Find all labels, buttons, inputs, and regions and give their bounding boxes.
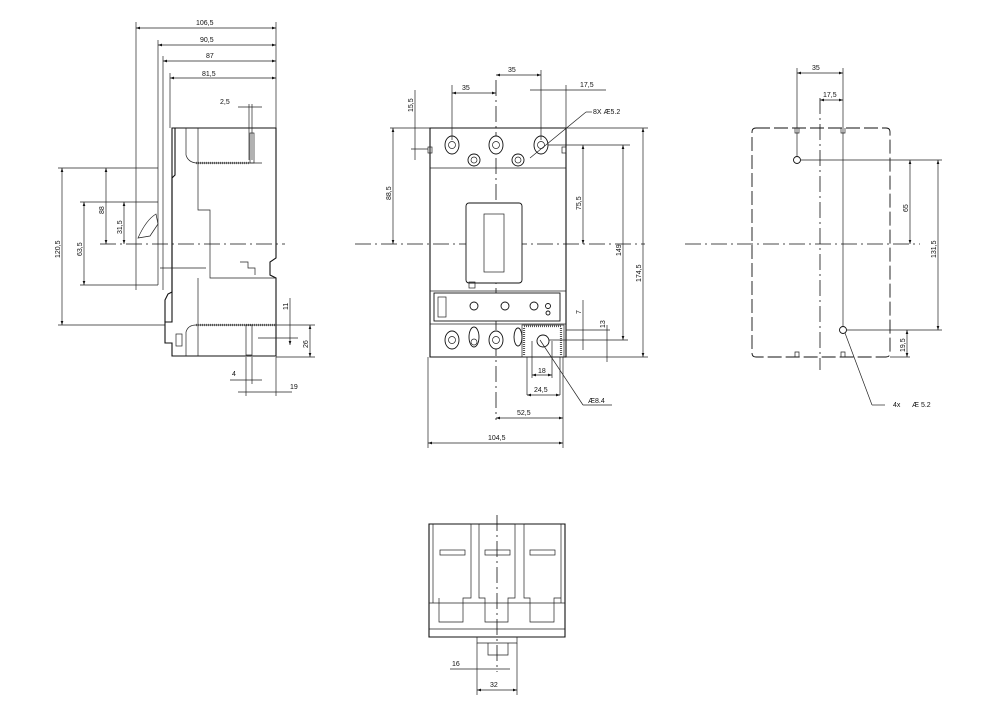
dim-174-5: 174,5 [636,264,643,282]
toggle-handle-frame [465,202,523,284]
terminal-slot [484,549,511,556]
dim-17-5: 17,5 [580,82,594,89]
dim-65: 65 [903,204,910,212]
dim-19-5: 19,5 [900,338,907,352]
dim-15-5: 15,5 [408,98,415,112]
dim-26: 26 [303,340,310,348]
dim-104-5: 104,5 [488,435,506,442]
dim-18: 18 [538,368,546,375]
dim-35-b: 35 [508,67,516,74]
dim-13: 13 [600,320,607,328]
dim-24-5: 24,5 [534,387,548,394]
dim-90-5: 90,5 [200,37,214,44]
dim-81-5: 81,5 [202,71,216,78]
dim-19: 19 [290,384,298,391]
dim-32: 32 [490,682,498,689]
side-view: 106,5 90,5 87 81,5 2,5 120,5 88 63,5 31,… [55,20,315,396]
dim-88: 88 [99,206,106,214]
mounting-hole [839,326,847,334]
dim-75-5: 75,5 [576,196,583,210]
dim-63-5: 63,5 [77,242,84,256]
side-inner [197,128,276,279]
front-view: 35 35 17,5 8X Æ5.2 88,5 15,5 75,5 149 17… [355,67,648,448]
mounting-hole [793,156,801,164]
dim-35-a: 35 [462,85,470,92]
callout-bore: Æ8.4 [588,398,605,405]
dim-149: 149 [616,244,623,256]
upper-terminal [185,128,262,164]
dim-31-5: 31,5 [117,220,124,234]
dim-16: 16 [452,661,460,668]
lower-terminal [185,278,276,356]
dim-87: 87 [206,53,214,60]
terminal-holes [444,135,549,350]
cutout-outline [751,127,891,358]
trip-unit-panel [433,292,561,322]
dim-35: 35 [812,65,820,72]
callout-count: 4x [893,402,901,409]
terminal-slot [439,549,466,556]
dim-4: 4 [232,371,236,378]
dim-106-5: 106,5 [196,20,214,27]
dim-2-5: 2,5 [220,99,230,106]
dim-7: 7 [576,310,583,314]
toggle-handle [483,213,505,273]
bottom-view: 16 32 [428,515,566,695]
terminal-slot [529,549,556,556]
handle-arc [137,213,159,239]
dim-131-5: 131,5 [931,240,938,258]
callout-8x-hole: 8X Æ5.2 [593,109,620,116]
dim-120-5: 120,5 [55,240,62,258]
dim-11: 11 [283,303,290,310]
rear-view: 35 17,5 65 131,5 19,5 4x Æ 5.2 [685,65,942,409]
callout-hole: Æ 5.2 [912,402,931,409]
dim-52-5: 52,5 [517,410,531,417]
side-front-edge [164,128,176,322]
dim-88-5: 88,5 [386,186,393,200]
dim-17-5: 17,5 [823,92,837,99]
